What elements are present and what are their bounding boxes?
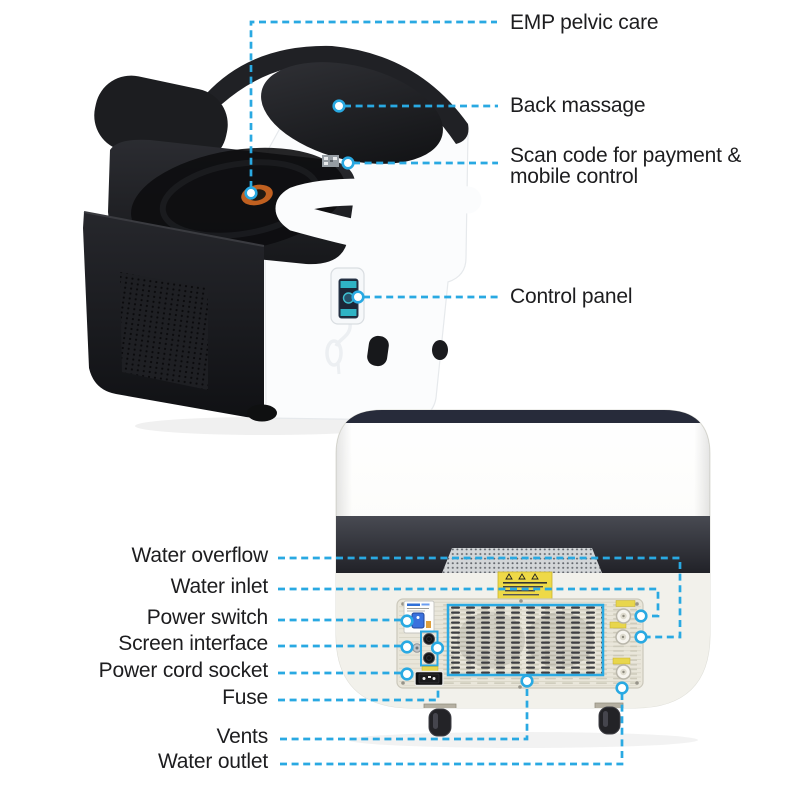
leader-power-cord-socket — [278, 667, 414, 681]
leader-water-outlet — [280, 681, 629, 766]
rear-fan-vents — [446, 603, 605, 677]
callout-power-switch: Power switch — [146, 606, 269, 629]
rear-connection-panel — [396, 598, 644, 689]
leader-scan-code — [341, 156, 498, 170]
qr-code — [322, 155, 339, 167]
chair-figure — [83, 45, 482, 435]
leader-screen-interface — [278, 640, 445, 655]
callout-water-inlet: Water inlet — [170, 575, 269, 598]
callout-emp-pelvic-care: EMP pelvic care — [510, 11, 659, 34]
callout-vents: Vents — [216, 725, 268, 748]
chair-wheels — [247, 335, 448, 422]
chair-shadow — [135, 417, 395, 435]
warning-label — [497, 571, 553, 601]
leader-power-switch — [278, 614, 414, 628]
leader-water-overflow — [278, 556, 682, 644]
chair-control-panel — [325, 267, 365, 375]
callout-back-massage: Back massage — [510, 94, 646, 117]
chair-back-cushion — [261, 62, 443, 164]
leader-back-massage — [332, 99, 498, 113]
leader-water-inlet — [278, 587, 660, 623]
callout-water-outlet: Water outlet — [157, 750, 268, 773]
leader-fuse — [278, 686, 440, 702]
callout-scan-code: Scan code for payment & mobile control — [510, 144, 742, 188]
rear-top-cap — [336, 410, 710, 423]
chair-front-panel — [83, 211, 265, 418]
chair-back-rail — [206, 45, 469, 144]
leader-emp-pelvic-care — [244, 20, 497, 200]
chair-front-arm — [275, 178, 482, 264]
rear-caster-wheels — [428, 706, 621, 737]
callout-power-cord-socket: Power cord socket — [98, 659, 269, 682]
callout-fuse: Fuse — [222, 686, 268, 709]
callout-water-overflow: Water overflow — [131, 544, 269, 567]
callout-screen-interface: Screen interface — [118, 632, 268, 655]
leader-control-panel — [351, 290, 499, 304]
rear-water-fittings — [609, 600, 636, 680]
callout-control-panel: Control panel — [510, 285, 633, 308]
chair-speaker-vent — [120, 272, 208, 390]
leader-vents — [280, 674, 534, 741]
rear-power-socket — [414, 670, 444, 687]
